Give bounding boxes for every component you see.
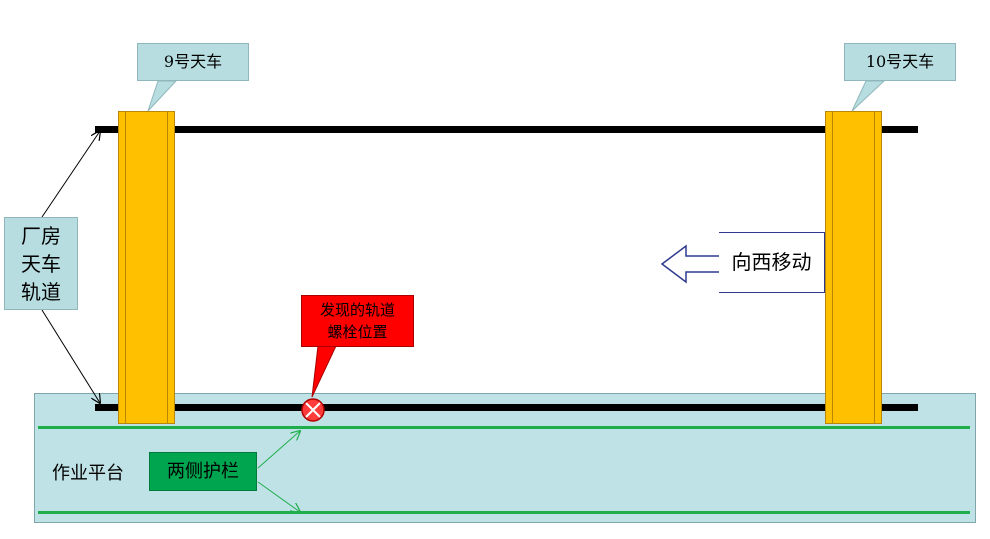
platform-label: 作业平台 — [52, 463, 124, 484]
bolt-callout-tail — [311, 345, 337, 398]
bolt-callout-line2: 螺栓位置 — [327, 323, 388, 341]
guardrail-bottom — [38, 511, 970, 514]
guardrail-top — [38, 426, 970, 429]
rail-pointer-upper — [41, 131, 100, 218]
crane-10-callout-tail — [851, 80, 886, 112]
guardrail-label-text: 两侧护栏 — [167, 461, 239, 482]
lower-rail — [95, 404, 918, 411]
crane-10-label-text: 10号天车 — [865, 52, 935, 71]
crane-9-label-text: 9号天车 — [163, 52, 223, 71]
bolt-marker-icon — [301, 398, 325, 422]
bolt-callout-line1: 发现的轨道 — [319, 301, 395, 319]
crane-10-label: 10号天车 — [844, 43, 956, 81]
crane-9 — [118, 111, 175, 424]
move-west-label: 向西移动 — [719, 232, 825, 293]
rail-pointer-lower — [41, 309, 100, 403]
left-arrow-icon — [660, 244, 725, 284]
guardrail-pointer-upper — [257, 431, 300, 469]
crane-9-callout-tail — [147, 80, 178, 112]
rail-label-line2: 天车 — [21, 252, 61, 276]
rail-label-line1: 厂房 — [21, 224, 61, 248]
rail-label-line3: 轨道 — [21, 280, 61, 304]
rail-label: 厂房 天车 轨道 — [4, 217, 78, 310]
crane-9-label: 9号天车 — [137, 43, 249, 81]
crane-10 — [825, 111, 882, 424]
upper-rail — [95, 126, 918, 133]
guardrail-label: 两侧护栏 — [149, 452, 257, 491]
guardrail-pointer-lower — [257, 481, 300, 512]
move-west-text: 向西移动 — [731, 250, 812, 274]
bolt-location-callout: 发现的轨道 螺栓位置 — [301, 295, 414, 347]
